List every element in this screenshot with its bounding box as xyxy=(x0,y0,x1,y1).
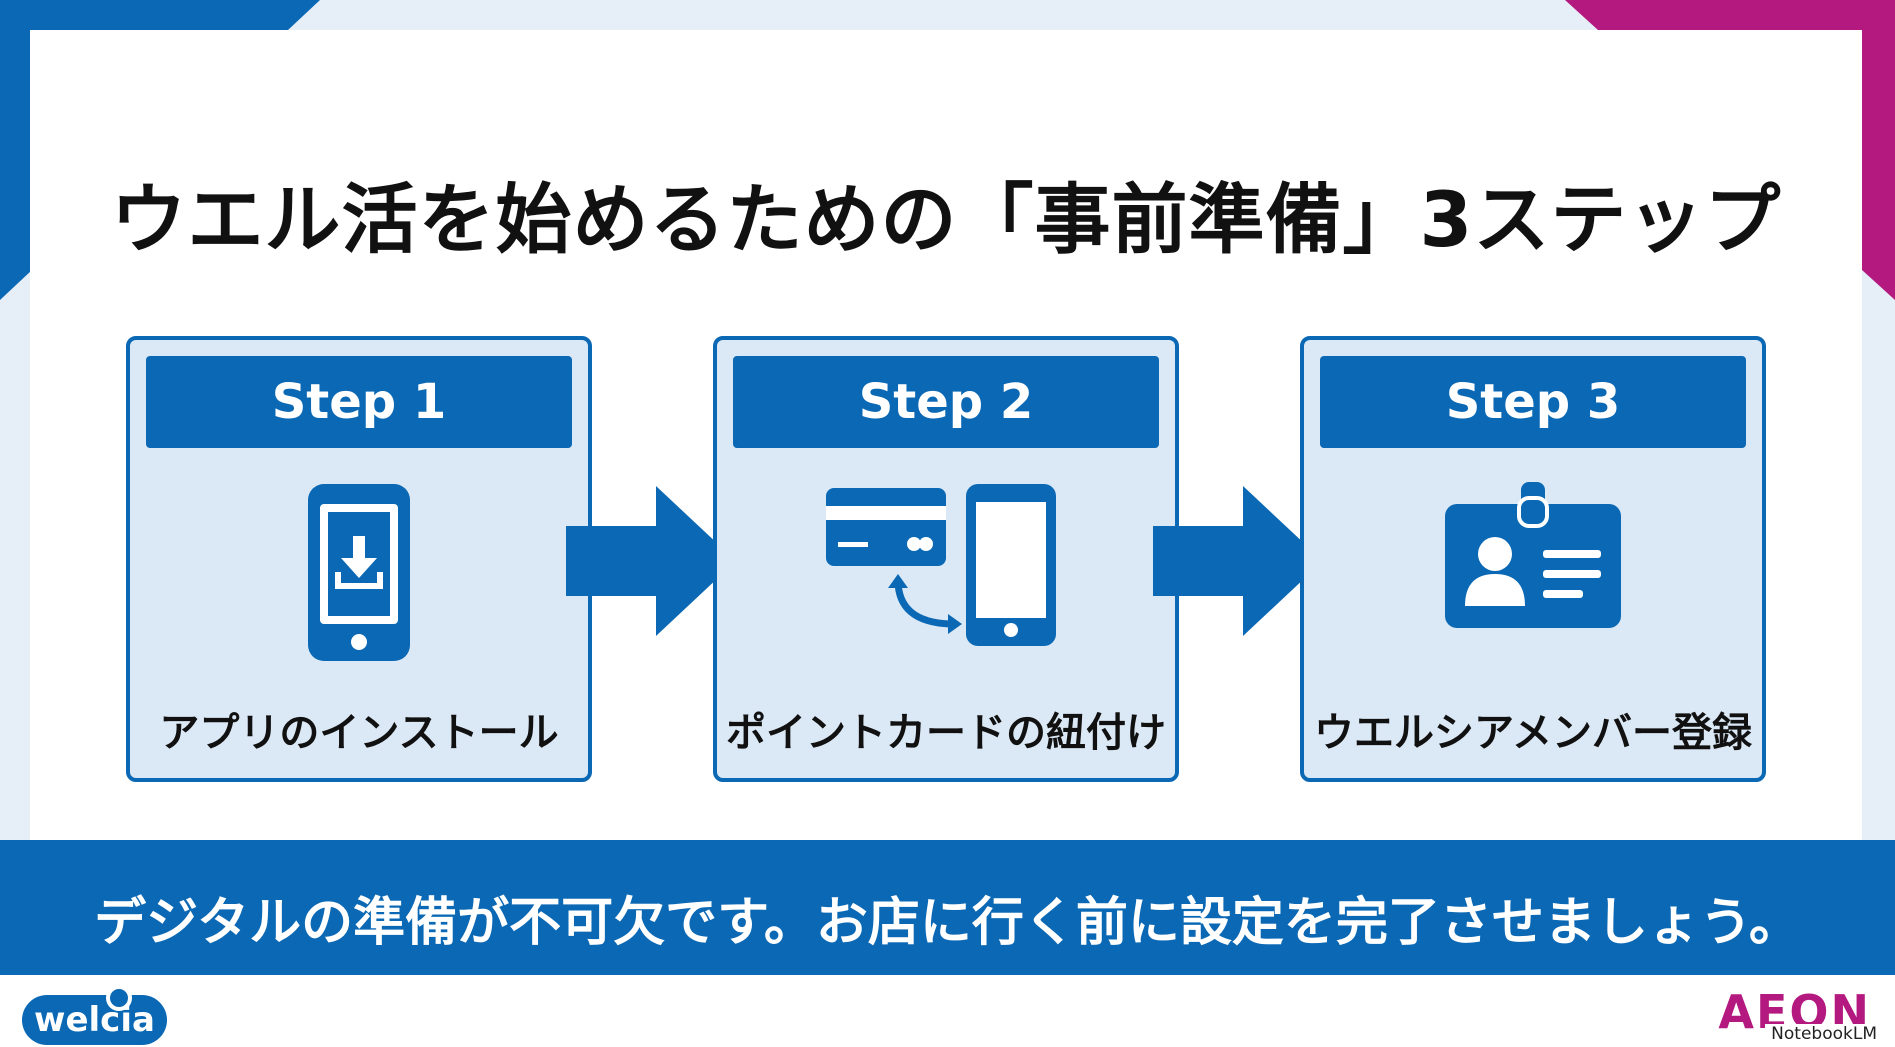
member-id-badge-icon xyxy=(1304,480,1762,670)
step-label: アプリのインストール xyxy=(159,710,559,756)
arrow-right-icon xyxy=(566,486,736,636)
arrow-right-icon xyxy=(1153,486,1323,636)
step-header: Step 1 xyxy=(146,356,572,448)
slide: ウエル活を始めるための「事前準備」3ステップ Step 1 アプリのインストール… xyxy=(30,30,1862,852)
footer-band: デジタルの準備が不可欠です。お店に行く前に設定を完了させましょう。 xyxy=(0,840,1895,975)
slide-title: ウエル活を始めるための「事前準備」3ステップ xyxy=(110,175,1782,264)
welcia-logo-dot-icon xyxy=(106,985,132,1011)
notebooklm-watermark: NotebookLM xyxy=(1765,1024,1883,1044)
welcia-logo: welcia xyxy=(22,995,167,1045)
step-card-2: Step 2 ポイントカードの紐付け xyxy=(713,336,1179,782)
step-label: ポイントカードの紐付け xyxy=(726,710,1166,756)
step-header: Step 3 xyxy=(1320,356,1746,448)
step-card-3: Step 3 ウエルシアメンバー登録 xyxy=(1300,336,1766,782)
smartphone-download-icon xyxy=(130,480,588,670)
step-label: ウエルシアメンバー登録 xyxy=(1314,710,1752,756)
bottom-strip xyxy=(0,975,1895,1047)
step-header: Step 2 xyxy=(733,356,1159,448)
card-phone-link-icon xyxy=(717,480,1175,670)
step-card-1: Step 1 アプリのインストール xyxy=(126,336,592,782)
footer-message: デジタルの準備が不可欠です。お店に行く前に設定を完了させましょう。 xyxy=(94,893,1801,953)
